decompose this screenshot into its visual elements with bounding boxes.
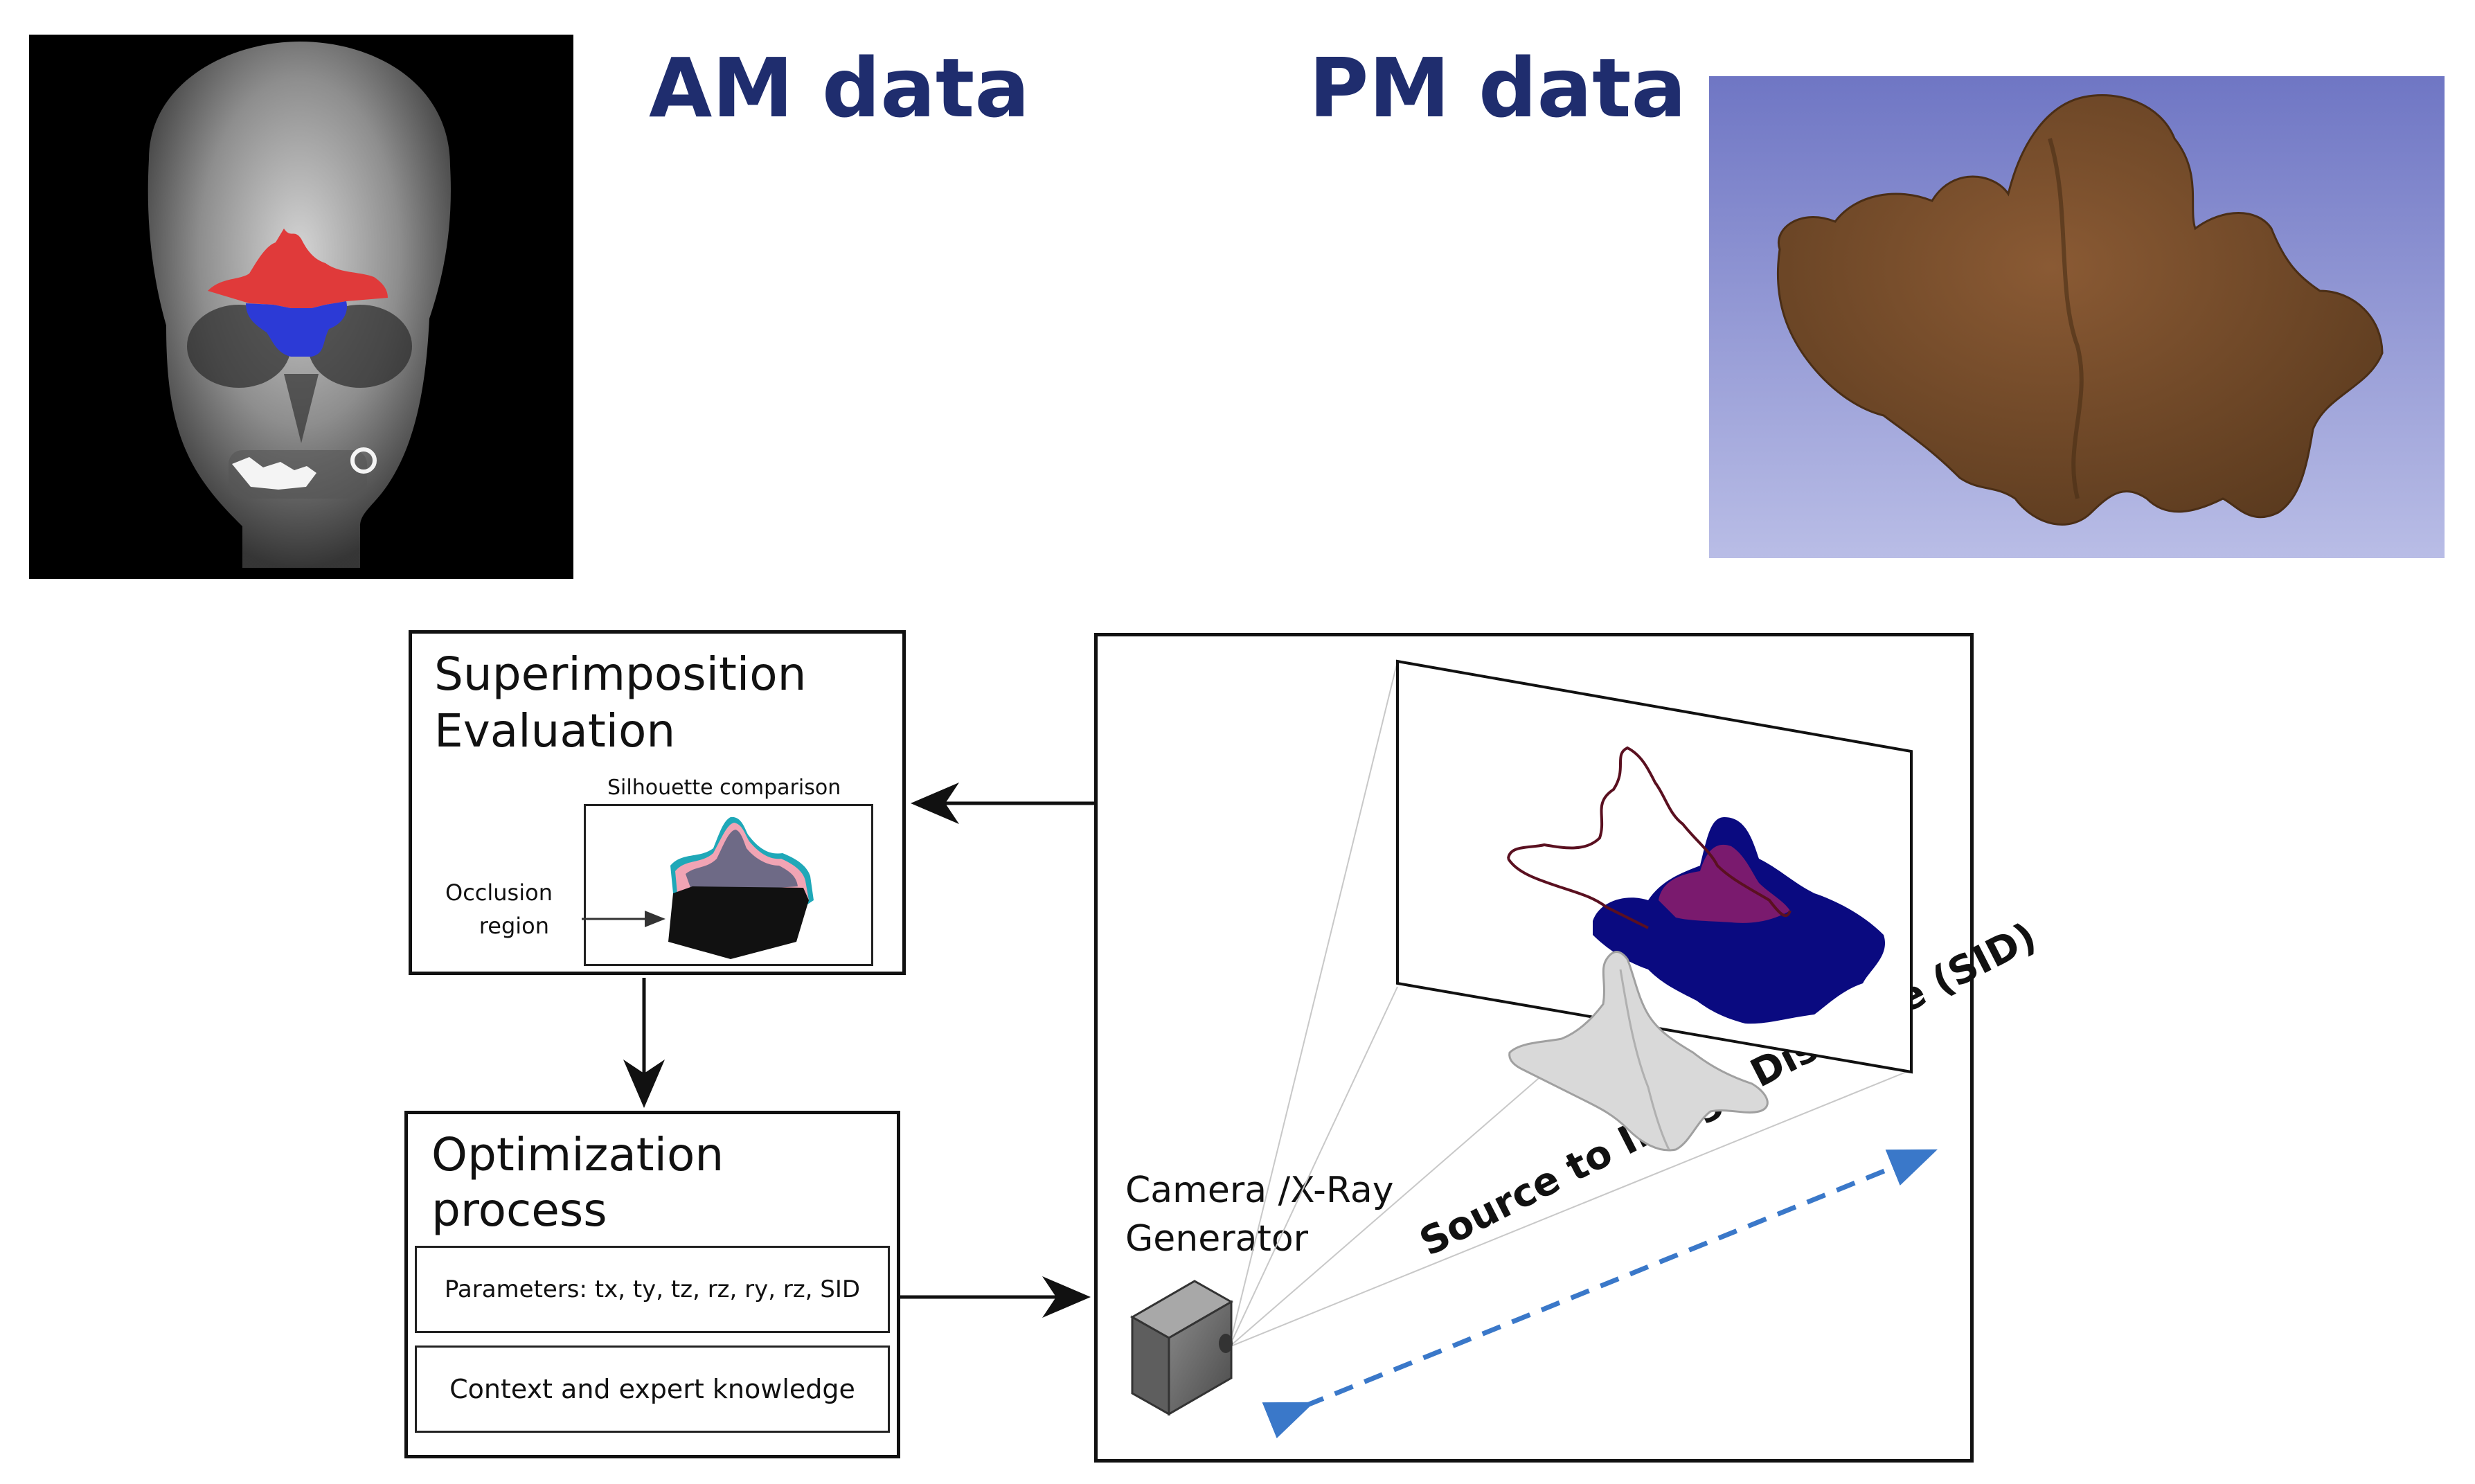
camera-label-line2: Generator (1125, 1218, 1309, 1260)
frontal-sinus-blue (246, 301, 347, 357)
silhouette-comparison-inset (584, 804, 873, 966)
occlusion-label-line1: Occlusion (445, 879, 553, 906)
silhouette-comparison-label: Silhouette comparison (607, 776, 841, 800)
superimposition-evaluation-box: Superimposition Evaluation Silhouette co… (409, 630, 906, 975)
optimization-process-box: Optimization process Parameters: tx, ty,… (404, 1111, 900, 1458)
optimization-title-line1: Optimization (431, 1128, 724, 1181)
context-knowledge-box: Context and expert knowledge (415, 1346, 890, 1433)
camera-label-line1: Camera /X-Ray (1125, 1170, 1394, 1211)
evaluation-title-line1: Superimposition (434, 647, 807, 701)
occlusion-label-line2: region (479, 913, 549, 939)
parameters-box: Parameters: tx, ty, tz, rz, ry, rz, SID (415, 1246, 890, 1333)
frontal-bone-3d-model (1776, 94, 2384, 526)
am-data-heading: AM data (649, 40, 1030, 136)
projection-scene-box: Camera /X-Ray Generator Source to Image … (1094, 633, 2044, 1463)
sid-label: Source to Image Distance (SID) (1413, 913, 2044, 1265)
optimization-title-line2: process (431, 1183, 607, 1237)
pm-data-heading: PM data (1309, 40, 1687, 136)
frontal-sinus-red (208, 229, 388, 308)
evaluation-title-line2: Evaluation (434, 704, 676, 758)
